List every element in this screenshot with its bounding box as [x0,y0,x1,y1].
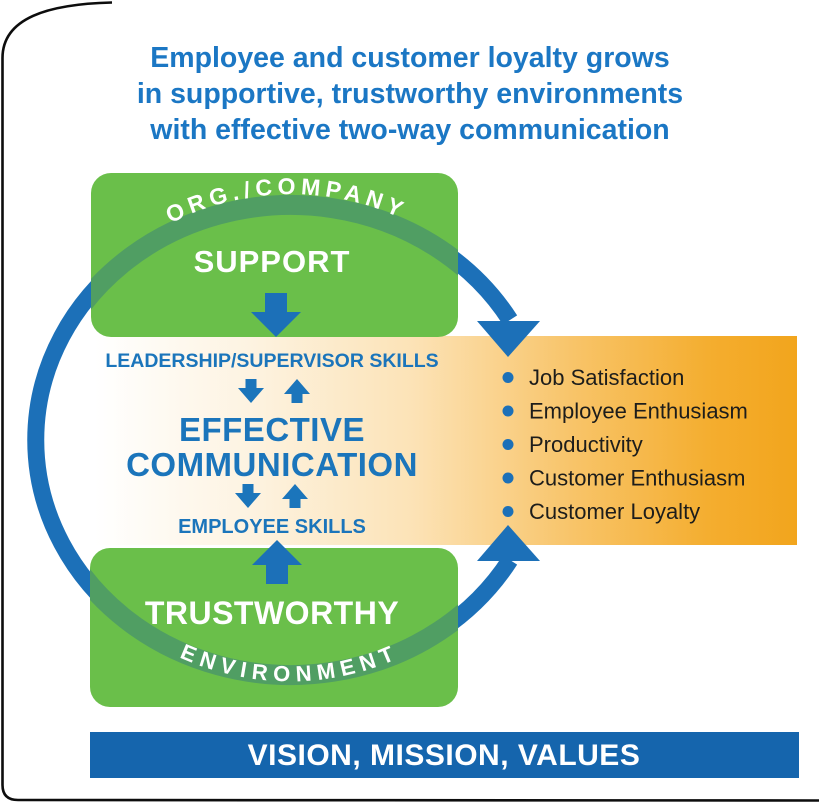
outcome-label: Customer Enthusiasm [529,466,745,491]
outcome-label: Employee Enthusiasm [529,399,748,424]
outcome-label: Customer Loyalty [529,499,700,524]
outcome-item: Job Satisfaction [502,365,684,390]
bullet-icon [502,472,514,484]
outcomes-band [95,336,797,545]
small-down-arrow-icon [235,484,261,508]
headline: Employee and customer loyalty grows in s… [137,42,683,146]
effective-label: EFFECTIVE [179,411,365,448]
outcome-item: Customer Loyalty [502,499,700,524]
footer-bar: VISION, MISSION, VALUES [90,732,799,778]
arc-arrowhead-down-icon [477,321,540,357]
outcome-item: Productivity [502,432,643,457]
communication-block: LEADERSHIP/SUPERVISOR SKILLS EFFECTIVE C… [105,350,438,538]
headline-line-3: with effective two-way communication [149,114,669,146]
bullet-icon [502,405,514,417]
outcome-item: Employee Enthusiasm [502,399,748,424]
support-down-arrow-icon [251,293,301,337]
support-label: SUPPORT [194,244,351,279]
footer-bar-background [90,732,799,778]
employee-skills-label: EMPLOYEE SKILLS [178,516,366,538]
communication-label: COMMUNICATION [126,446,418,483]
leadership-skills-label: LEADERSHIP/SUPERVISOR SKILLS [105,350,438,372]
trustworthy-up-arrow-icon [252,540,302,584]
headline-line-2: in supportive, trustworthy environments [137,78,683,110]
small-up-arrow-icon [282,484,308,508]
trustworthy-label: TRUSTWORTHY [145,595,399,631]
outcome-label: Job Satisfaction [529,365,684,390]
outcome-item: Customer Enthusiasm [502,466,745,491]
cycle-arc-green [90,195,458,685]
arc-arrowhead-up-icon [477,525,540,561]
outcomes-list: Job Satisfaction Employee Enthusiasm Pro… [502,365,748,524]
bullet-icon [502,372,514,383]
small-down-arrow-icon [238,379,264,403]
outcome-label: Productivity [529,432,643,457]
small-up-arrow-icon [284,379,310,403]
bullet-icon [502,506,514,517]
headline-line-1: Employee and customer loyalty grows [150,42,670,74]
bullet-icon [502,439,514,450]
vision-mission-values-label: VISION, MISSION, VALUES [248,739,641,772]
